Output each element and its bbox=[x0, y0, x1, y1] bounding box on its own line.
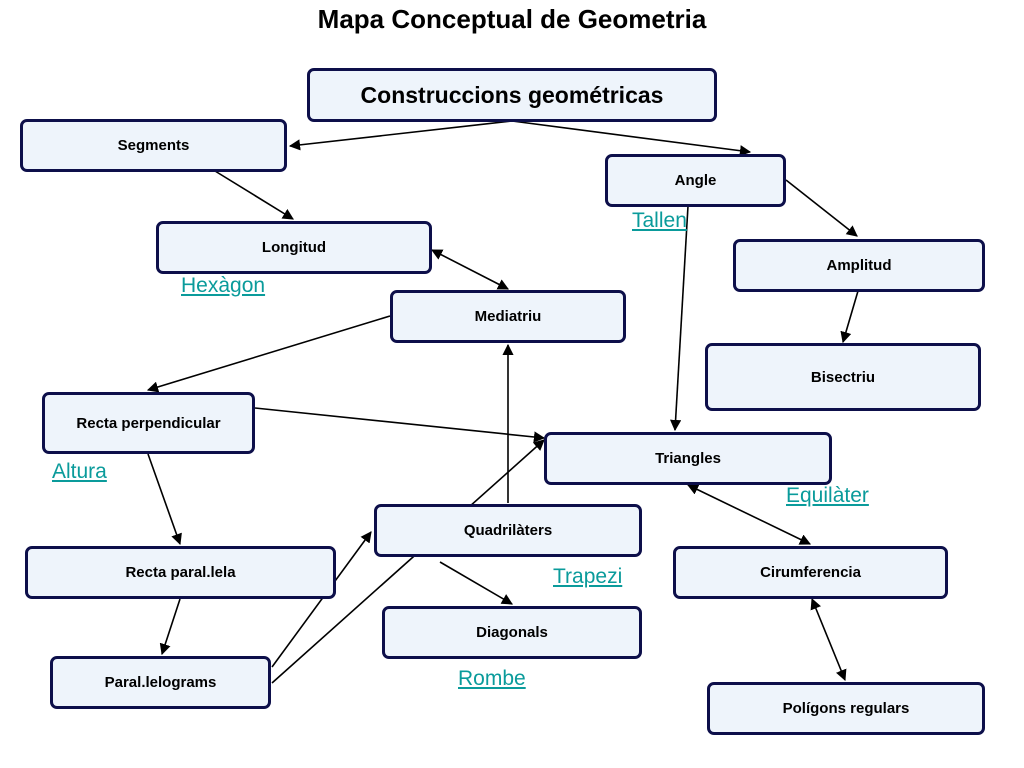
link-hexagon[interactable]: Hexàgon bbox=[181, 274, 266, 297]
link-rombe[interactable]: Rombe bbox=[458, 667, 526, 690]
node-diagonals: Diagonals bbox=[382, 606, 642, 659]
edge-perpendicular-paralela bbox=[147, 453, 182, 546]
edge-quadrilaters-diagonals bbox=[439, 561, 513, 605]
node-mediatriu: Mediatriu bbox=[390, 290, 626, 343]
edge-angle-amplitud bbox=[785, 179, 858, 237]
edge-root-angle bbox=[511, 120, 752, 157]
node-poligons-regulars: Polígons regulars bbox=[707, 682, 985, 735]
node-recta-perpendicular: Recta perpendicular bbox=[42, 392, 255, 454]
edge-paralelograms-quadrilaters bbox=[271, 531, 372, 668]
link-altura[interactable]: Altura bbox=[52, 460, 107, 483]
node-amplitud: Amplitud bbox=[733, 239, 985, 292]
node-bisectriu: Bisectriu bbox=[705, 343, 981, 411]
diagram-title: Mapa Conceptual de Geometria bbox=[317, 4, 707, 34]
edge-cirumferencia-poligons bbox=[810, 597, 847, 682]
edge-perpendicular-triangles bbox=[254, 407, 546, 443]
edge-longitud-mediatriu bbox=[431, 249, 509, 290]
node-recta-paralela: Recta paral.lela bbox=[25, 546, 336, 599]
node-longitud: Longitud bbox=[156, 221, 432, 274]
edge-segments-longitud bbox=[214, 170, 294, 220]
edge-paralelograms-triangles bbox=[271, 439, 545, 684]
node-construccions-geometricas: Construccions geométricas bbox=[307, 68, 717, 122]
link-equilater[interactable]: Equilàter bbox=[786, 484, 869, 507]
node-segments: Segments bbox=[20, 119, 287, 172]
edge-triangles-cirumferencia bbox=[686, 484, 812, 545]
edge-angle-triangles bbox=[669, 205, 689, 432]
edge-amplitud-bisectriu bbox=[840, 290, 859, 344]
node-angle: Angle bbox=[605, 154, 786, 207]
edge-mediatriu-perpendicular bbox=[146, 315, 391, 393]
link-trapezi[interactable]: Trapezi bbox=[553, 565, 623, 588]
node-triangles: Triangles bbox=[544, 432, 832, 485]
node-quadrilaters: Quadrilàters bbox=[374, 504, 642, 557]
link-tallen[interactable]: Tallen bbox=[632, 209, 687, 232]
node-cirumferencia: Cirumferencia bbox=[673, 546, 948, 599]
edge-paralela-paralelograms bbox=[159, 598, 181, 656]
node-paralelograms: Paral.lelograms bbox=[50, 656, 271, 709]
edge-root-segments bbox=[288, 120, 513, 151]
